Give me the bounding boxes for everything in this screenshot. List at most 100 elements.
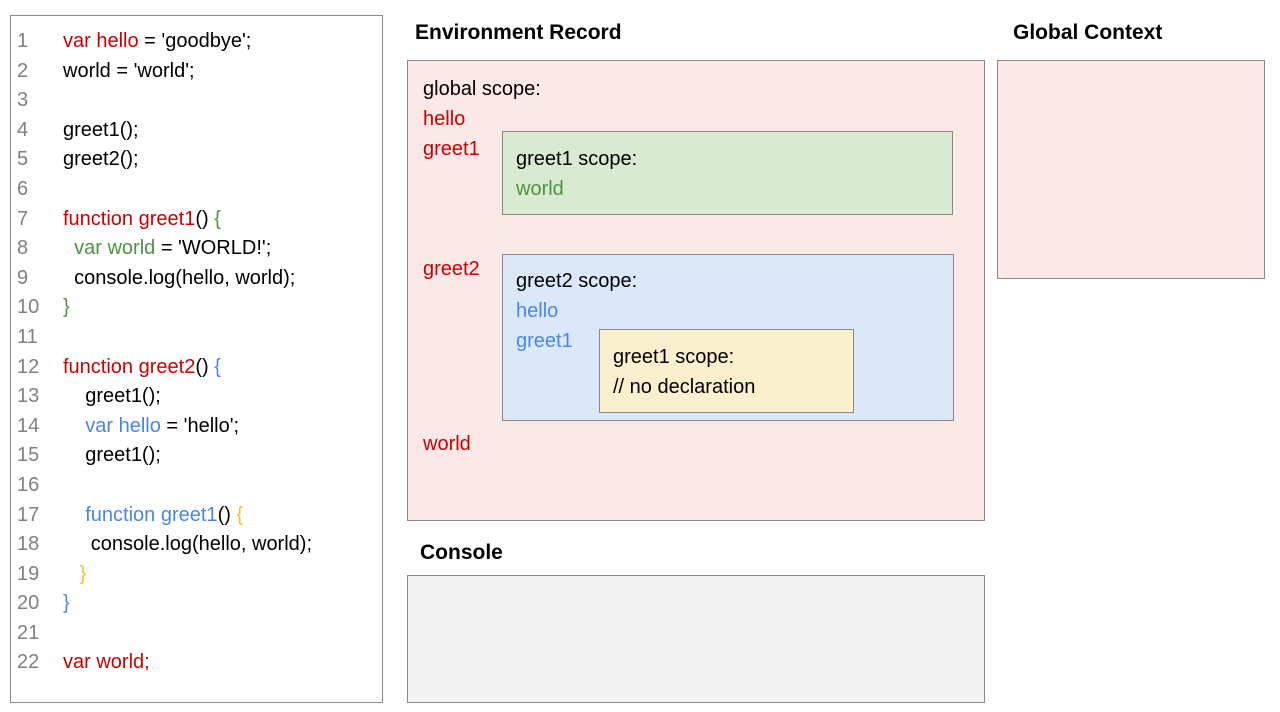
inner-greet1-scope-box: greet1 scope: // no declaration bbox=[599, 329, 854, 413]
code-line: 6 bbox=[11, 175, 382, 205]
inner-greet1-comment: // no declaration bbox=[613, 376, 756, 398]
code-segment: greet1(); bbox=[63, 385, 161, 408]
code-segment: function greet2 bbox=[63, 355, 196, 378]
code-segment bbox=[63, 415, 85, 437]
code-line: 3 bbox=[11, 86, 382, 116]
inner-greet1-scope-label: greet1 scope: bbox=[613, 346, 735, 368]
code-line: 11 bbox=[11, 323, 382, 353]
code-segment: = 'hello'; bbox=[160, 414, 240, 437]
line-number: 7 bbox=[17, 207, 29, 230]
code-segment: var hello bbox=[85, 414, 161, 437]
code-text: } bbox=[63, 293, 382, 323]
code-text: greet2(); bbox=[63, 145, 382, 175]
code-segment: world = 'world'; bbox=[63, 59, 195, 82]
line-number: 18 bbox=[17, 533, 40, 556]
code-line: 9 console.log(hello, world); bbox=[11, 264, 382, 294]
code-segment: function greet1 bbox=[85, 503, 218, 526]
code-line: 22 var world; bbox=[11, 648, 382, 678]
code-segment: = 'WORLD!'; bbox=[155, 237, 272, 260]
code-line: 20 } bbox=[11, 589, 382, 619]
global-context-box bbox=[997, 60, 1265, 279]
line-number: 11 bbox=[17, 325, 38, 348]
code-panel: 1 var hello = 'goodbye'; 2 world = 'worl… bbox=[10, 15, 383, 703]
code-text: } bbox=[63, 589, 382, 619]
code-text: greet1(); bbox=[63, 441, 382, 471]
code-line: 14 var hello = 'hello'; bbox=[11, 412, 382, 442]
line-number: 3 bbox=[17, 89, 29, 112]
code-segment: () bbox=[217, 503, 237, 526]
code-text: function greet1() { bbox=[63, 501, 382, 531]
code-segment: console.log(hello, world); bbox=[63, 266, 296, 289]
global-var-hello: hello bbox=[423, 108, 466, 130]
code-segment bbox=[63, 563, 80, 585]
code-segment: function greet1 bbox=[63, 207, 196, 230]
line-number: 8 bbox=[17, 237, 29, 260]
code-text: console.log(hello, world); bbox=[63, 530, 382, 560]
code-text: function greet1() { bbox=[63, 205, 382, 235]
code-text: greet1(); bbox=[63, 382, 382, 412]
line-number: 5 bbox=[17, 148, 29, 171]
code-segment: } bbox=[79, 562, 87, 585]
code-segment: { bbox=[236, 503, 244, 526]
console-output-box bbox=[407, 575, 985, 703]
code-text bbox=[63, 86, 382, 116]
code-line: 12 function greet2() { bbox=[11, 353, 382, 383]
greet1-scope-box: greet1 scope: world bbox=[502, 131, 953, 215]
code-text: var hello = 'hello'; bbox=[63, 412, 382, 442]
code-text bbox=[63, 175, 382, 205]
code-text: greet1(); bbox=[63, 116, 382, 146]
code-segment: () bbox=[195, 207, 215, 230]
global-var-greet1: greet1 bbox=[423, 138, 480, 160]
greet1-var-world: world bbox=[516, 178, 564, 200]
code-segment: = 'goodbye'; bbox=[138, 30, 252, 52]
code-text: function greet2() { bbox=[63, 353, 382, 383]
line-number: 6 bbox=[17, 177, 29, 200]
line-number: 20 bbox=[17, 592, 40, 615]
line-number: 19 bbox=[17, 562, 40, 585]
line-number: 13 bbox=[17, 385, 40, 408]
code-text: var hello = 'goodbye'; bbox=[63, 27, 382, 57]
line-number: 4 bbox=[17, 118, 29, 141]
global-scope-box: global scope: hello greet1 greet2 world … bbox=[407, 60, 985, 521]
code-segment: () bbox=[195, 355, 215, 378]
greet2-var-hello: hello bbox=[516, 300, 559, 322]
greet1-scope-label: greet1 scope: bbox=[516, 148, 638, 170]
code-line: 7 function greet1() { bbox=[11, 205, 382, 235]
line-number: 21 bbox=[17, 621, 40, 644]
code-segment: { bbox=[214, 355, 221, 378]
global-context-heading: Global Context bbox=[1013, 21, 1163, 44]
line-number: 1 bbox=[17, 30, 29, 52]
environment-record-heading: Environment Record bbox=[415, 21, 622, 44]
code-segment bbox=[63, 504, 85, 526]
code-segment: greet1(); bbox=[63, 444, 161, 467]
code-text: var world; bbox=[63, 648, 382, 678]
line-number: 9 bbox=[17, 266, 29, 289]
code-segment bbox=[63, 237, 74, 259]
code-line: 21 bbox=[11, 619, 382, 649]
global-var-greet2: greet2 bbox=[423, 258, 480, 280]
code-line: 10 } bbox=[11, 293, 382, 323]
greet2-var-greet1: greet1 bbox=[516, 330, 573, 352]
line-number: 22 bbox=[17, 651, 40, 674]
code-text bbox=[63, 323, 382, 353]
global-scope-label: global scope: bbox=[423, 78, 541, 100]
code-line: 5 greet2(); bbox=[11, 145, 382, 175]
console-heading: Console bbox=[420, 541, 503, 564]
line-number: 16 bbox=[17, 473, 40, 496]
code-line: 17 function greet1() { bbox=[11, 501, 382, 531]
code-segment: var world bbox=[74, 237, 156, 260]
code-line: 19 } bbox=[11, 560, 382, 590]
greet2-scope-box: greet2 scope: hello greet1 greet1 scope:… bbox=[502, 254, 954, 421]
line-number: 14 bbox=[17, 414, 40, 437]
line-number: 15 bbox=[17, 444, 40, 467]
line-number: 10 bbox=[17, 296, 40, 319]
code-segment: greet1(); bbox=[63, 118, 139, 141]
code-text: console.log(hello, world); bbox=[63, 264, 382, 294]
code-segment: greet2(); bbox=[63, 148, 139, 171]
line-number: 17 bbox=[17, 503, 40, 526]
code-text bbox=[63, 471, 382, 501]
code-segment: var world; bbox=[63, 651, 150, 674]
code-text: } bbox=[63, 560, 382, 590]
greet2-scope-label: greet2 scope: bbox=[516, 270, 638, 292]
code-text bbox=[63, 619, 382, 649]
